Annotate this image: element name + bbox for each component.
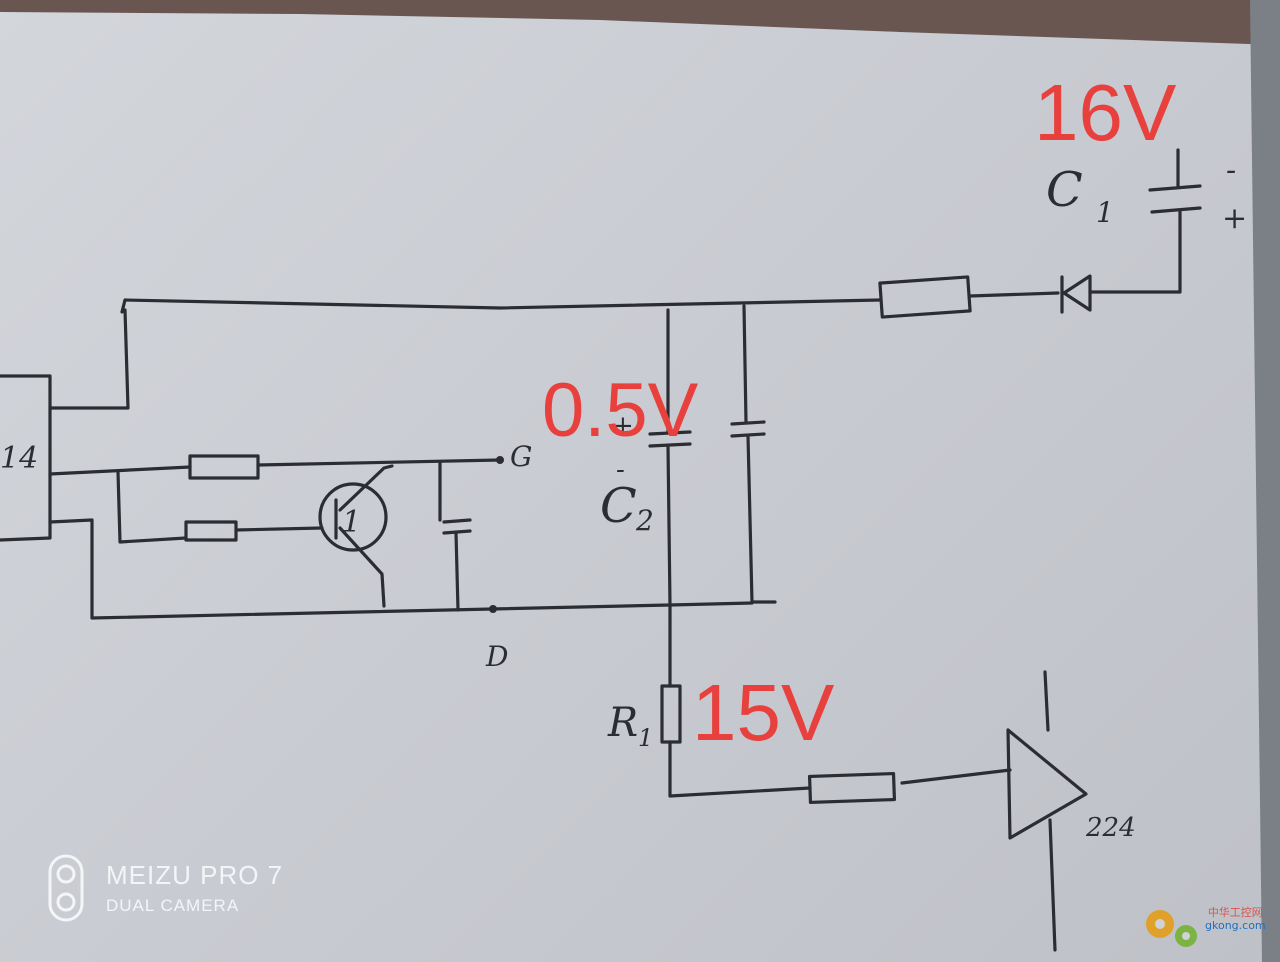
diode-symbol [1060,274,1092,314]
node-d-dot [489,605,497,613]
label-c2-minus: - [616,455,625,485]
label-c2-sub: 2 [635,504,654,537]
label-c1-sub: 1 [1096,196,1114,229]
comparator-input-wire [900,768,1012,785]
comparator-symbol [1006,670,1088,952]
transistor-symbol [318,482,388,552]
voltage-r1: 15V [692,668,835,757]
input-resistor-upper [188,454,260,480]
camera-lens-top [56,864,76,884]
input-resistor-lower [184,520,238,542]
r1-bottom-wire [668,740,812,798]
camera-lens-bottom [56,892,76,912]
table-surface [0,0,1280,45]
branch-wire [116,470,188,544]
gd-capacitor [438,460,472,612]
diode-c1-wire [1088,210,1182,294]
c1-capacitor [1148,148,1202,214]
c2-capacitor [648,308,692,607]
upper-resistor-wire [256,458,502,467]
site-logo-url: gkong.com [1205,919,1266,932]
site-logo: 中华工控网 gkong.com [1205,906,1266,932]
label-comparator-out: 224 [1085,813,1136,843]
label-c2: C [600,478,637,534]
left-feed-wire [48,308,130,410]
label-node-g: G [510,440,532,473]
ic-block [0,374,52,542]
transistor-leads [334,464,394,608]
watermark-model: MEIZU PRO 7 [106,860,284,890]
table-right-edge [1250,0,1280,962]
label-node-d: D [485,640,508,673]
r1-resistor [660,684,682,744]
output-resistor [807,771,897,805]
dual-camera-icon [48,854,84,922]
resistor-diode-wire [968,291,1060,298]
label-r1-sub: 1 [638,724,653,752]
label-c1-minus: - [1226,153,1236,188]
parallel-capacitor [730,304,777,604]
pin-wire-upper [48,465,192,476]
base-wire [234,526,324,532]
label-c2-plus: + [612,411,634,441]
site-logo-cn: 中华工控网 [1207,906,1263,919]
label-c1: C [1046,162,1083,218]
label-pin-14: 14 [0,441,38,476]
label-c1-plus: + [1222,201,1247,236]
label-r1: R [607,700,638,746]
voltage-c2: 0.5V [542,368,699,453]
voltage-c1: 16V [1034,68,1177,157]
top-rail-wire [120,298,882,314]
label-transistor: 1 [342,505,361,540]
watermark-camera: DUAL CAMERA [106,896,240,915]
node-g-dot [496,456,504,464]
gear-icon-small-hole [1182,932,1190,940]
rail-resistor [878,275,972,319]
bottom-rail-wire [48,518,754,620]
gear-icon-large-hole [1155,919,1165,929]
